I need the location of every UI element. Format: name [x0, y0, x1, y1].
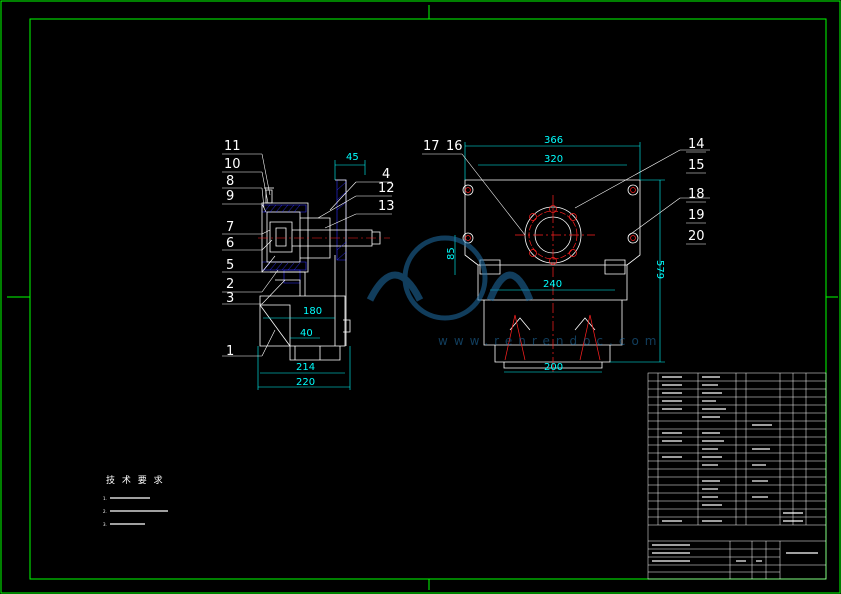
front-leader-lines [422, 149, 710, 237]
dim-side-40: 40 [300, 328, 313, 339]
balloon-19: 19 [688, 208, 705, 223]
balloon-2: 2 [226, 277, 234, 292]
dim-front-579: 579 [654, 260, 665, 279]
dim-side-45: 45 [346, 152, 359, 163]
dim-front-366: 366 [544, 135, 563, 146]
balloon-8: 8 [226, 174, 234, 189]
front-dimension-lines [454, 142, 665, 373]
balloon-1: 1 [226, 344, 234, 359]
balloon-5: 5 [226, 258, 234, 273]
tech-requirement-item: 2. [103, 509, 107, 514]
balloon-15: 15 [688, 158, 705, 173]
balloon-3: 3 [226, 291, 234, 306]
svg-text:www.renrendoc.com: www.renrendoc.com [438, 334, 662, 348]
balloon-4: 4 [382, 167, 390, 182]
dim-front-200: 200 [544, 362, 563, 373]
title-block-text-marks [652, 376, 818, 562]
dim-front-240: 240 [543, 279, 562, 290]
balloon-6: 6 [226, 236, 234, 251]
balloon-numbers: 11 10 8 9 7 6 5 2 3 1 4 12 13 17 16 14 1… [224, 137, 705, 359]
balloon-18: 18 [688, 187, 705, 202]
side-dimension-lines [257, 160, 366, 390]
balloon-13: 13 [378, 199, 395, 214]
tech-requirement-item: 1. [103, 496, 107, 501]
balloon-17: 17 [423, 139, 440, 154]
front-view: 366 320 240 200 85 579 [422, 135, 710, 375]
balloon-16: 16 [446, 139, 463, 154]
dim-side-214: 214 [296, 362, 315, 373]
dim-side-180: 180 [303, 306, 322, 317]
dim-front-85: 85 [446, 247, 457, 260]
balloon-underlines [686, 151, 706, 245]
balloon-20: 20 [688, 229, 705, 244]
balloon-9: 9 [226, 189, 234, 204]
balloon-14: 14 [688, 137, 705, 152]
front-view-red-features [465, 187, 636, 375]
tech-requirement-item: 3. [103, 522, 107, 527]
balloon-10: 10 [224, 157, 241, 172]
tech-requirements-title: 技 术 要 求 [106, 476, 165, 486]
title-block [647, 372, 827, 580]
dim-side-220: 220 [296, 377, 315, 388]
balloon-7: 7 [226, 220, 234, 235]
balloon-12: 12 [378, 181, 395, 196]
side-leader-lines [222, 153, 392, 357]
side-view: 45 180 40 214 220 [222, 152, 392, 390]
watermark-logo: www.renrendoc.com [366, 235, 662, 348]
balloon-11: 11 [224, 139, 241, 154]
dim-front-320: 320 [544, 154, 563, 165]
